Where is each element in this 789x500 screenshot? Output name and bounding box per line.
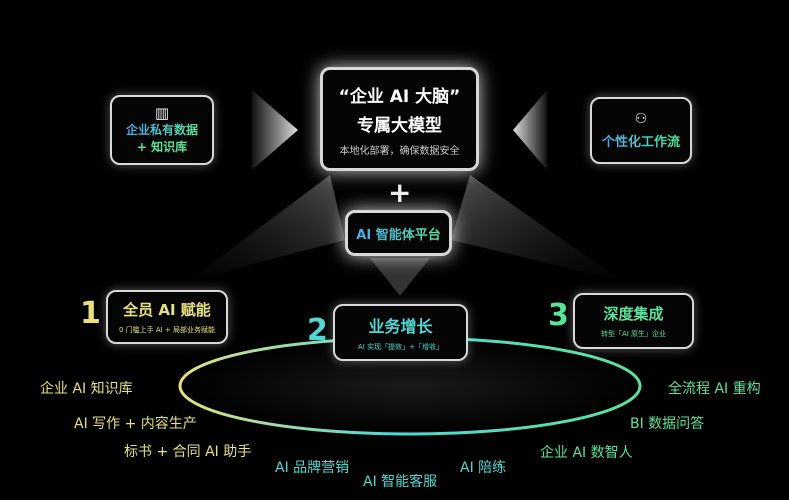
beam-to-stage-3 xyxy=(451,175,620,280)
application-label: BI 数据问答 xyxy=(630,416,705,432)
stage-3-title: 深度集成 xyxy=(603,305,664,323)
application-label: AI 写作 + 内容生产 xyxy=(74,416,197,432)
application-label: 企业 AI 数智人 xyxy=(540,445,633,461)
application-label: AI 陪练 xyxy=(460,460,507,476)
enterprise-data-label: 企业私有数据 xyxy=(125,123,198,137)
enterprise-data-box: ▥ 企业私有数据 + 知识库 xyxy=(110,95,214,165)
plus-sign: + xyxy=(388,176,412,209)
core-description: 本地化部署，确保数据安全 xyxy=(339,145,460,157)
books-icon: ▥ xyxy=(154,104,170,122)
core-title: “企业 AI 大脑” xyxy=(338,86,461,107)
application-label: AI 品牌营销 xyxy=(275,460,350,476)
core-subtitle-main: 专属大模型 xyxy=(357,115,442,136)
stage-3-subtitle: 转型「AI 原生」企业 xyxy=(600,330,667,338)
beam-to-stage-1 xyxy=(190,175,345,280)
stage-1-subtitle: 0 门槛上手 AI + 局部业务赋能 xyxy=(118,326,216,334)
application-label: 标书 + 合同 AI 助手 xyxy=(124,444,252,460)
workflow-label: 个性化工作流 xyxy=(602,131,680,150)
stage-3-box: 深度集成 转型「AI 原生」企业 xyxy=(573,293,694,349)
agent-platform-box: AI 智能体平台 xyxy=(345,210,452,256)
stage-2-subtitle: AI 实现「提效」+「增收」 xyxy=(358,343,443,351)
stage-1-box: 全员 AI 赋能 0 门槛上手 AI + 局部业务赋能 xyxy=(106,290,228,344)
workflow-box: ⚇ 个性化工作流 xyxy=(590,97,692,164)
agent-platform-label: AI 智能体平台 xyxy=(356,224,440,243)
beam-to-stage-2 xyxy=(370,258,430,296)
org-chart-icon: ⚇ xyxy=(634,111,648,127)
stage-1-number: 1 xyxy=(80,296,101,331)
stage-3-number: 3 xyxy=(548,298,569,333)
application-label: 企业 AI 知识库 xyxy=(40,381,133,397)
knowledge-base-label: + 知识库 xyxy=(136,140,188,154)
stage-2-box: 业务增长 AI 实现「提效」+「增收」 xyxy=(333,304,468,361)
application-label: 全流程 AI 重构 xyxy=(668,381,761,397)
arrow-left-to-core xyxy=(513,90,547,170)
core-model-box: “企业 AI 大脑” 专属大模型 本地化部署，确保数据安全 xyxy=(320,67,479,171)
arrow-right-to-core xyxy=(252,90,298,170)
stage-2-title: 业务增长 xyxy=(368,317,433,336)
stage-2-number: 2 xyxy=(307,313,328,348)
stage-1-title: 全员 AI 赋能 xyxy=(123,301,211,319)
application-label: AI 智能客服 xyxy=(363,474,438,490)
